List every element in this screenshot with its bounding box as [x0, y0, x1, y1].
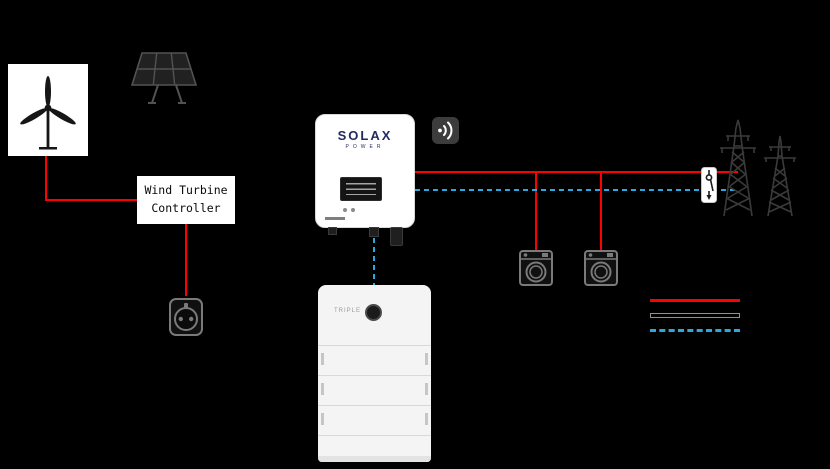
battery-handle: [425, 353, 428, 365]
wind-turbine-panel: [8, 64, 88, 156]
inverter-logo: SOLAX POWER: [316, 128, 414, 150]
washer-icon: [584, 250, 618, 286]
inverter-comm-port: [369, 227, 379, 237]
wifi-dongle: [432, 117, 459, 144]
socket: [168, 296, 204, 343]
grid-breaker: [701, 167, 717, 208]
battery-module-seam: [318, 345, 431, 346]
load-appliance-1: [519, 250, 553, 291]
battery-handle: [321, 353, 324, 365]
inverter-display-text-lines: [346, 183, 376, 195]
battery-base: [318, 456, 431, 462]
legend-line-power-black: [650, 313, 740, 318]
battery-handle: [425, 413, 428, 425]
grid-towers-icon: [720, 119, 796, 217]
battery-indicator: [365, 304, 382, 321]
battery-handle: [321, 413, 324, 425]
inverter-connector-small: [328, 227, 337, 235]
battery-module-seam: [318, 405, 431, 406]
controller-label-line1: Wind Turbine: [144, 183, 228, 198]
inverter-ac-connector: [390, 227, 403, 246]
battery-module-seam: [318, 375, 431, 376]
load-appliance-2: [584, 250, 618, 291]
inverter-brand-subtext: POWER: [345, 144, 385, 150]
inverter-display-screen: [340, 177, 382, 201]
inverter-brand-text: SOLAX: [337, 128, 393, 143]
wifi-icon: [438, 121, 453, 140]
wind-turbine-icon: [20, 76, 76, 150]
battery-unit: TRIPLE: [318, 285, 431, 462]
pv-array-icon: [130, 52, 198, 104]
wind-to-controller-wire: [45, 154, 137, 201]
breaker-icon: [701, 167, 717, 203]
inverter-unit: SOLAX POWER: [315, 114, 415, 228]
socket-icon: [169, 298, 203, 336]
battery-logo-text: TRIPLE: [334, 308, 362, 314]
utility-grid: [700, 112, 804, 225]
legend: [650, 299, 740, 332]
battery-module-seam: [318, 435, 431, 436]
washer-icon: [519, 250, 553, 286]
legend-line-communication: [650, 329, 740, 332]
inverter-button-2: [351, 208, 355, 212]
legend-line-power-red: [650, 299, 740, 302]
battery-handle: [425, 383, 428, 395]
battery-handle: [321, 383, 324, 395]
controller-label-line2: Controller: [151, 201, 221, 215]
pv-array: [122, 45, 206, 116]
inverter-small-label: [325, 217, 345, 220]
inverter-button-1: [343, 208, 347, 212]
wind-turbine-controller-box: Wind Turbine Controller: [137, 176, 235, 224]
